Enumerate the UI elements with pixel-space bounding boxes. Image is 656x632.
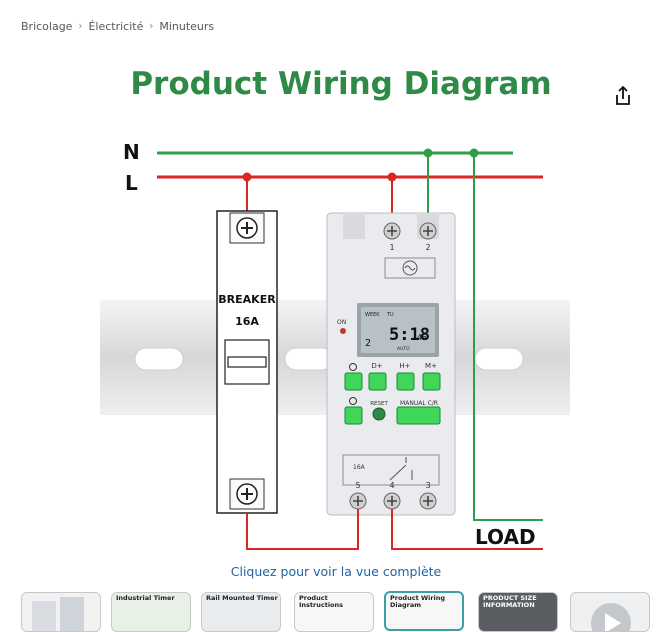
terminal-label-4: 4 <box>389 481 394 490</box>
on-indicator-led <box>340 328 346 334</box>
manual-button <box>396 406 441 425</box>
thumbnail-video[interactable] <box>570 592 650 632</box>
thumbnail-5[interactable]: Product Wiring Diagram <box>384 591 464 631</box>
button-label-d: D+ <box>371 362 382 370</box>
lcd-day-label: TU <box>386 312 394 318</box>
breadcrumb: Bricolage › Électricité › Minuteurs <box>21 20 214 33</box>
button-label-h: H+ <box>399 362 410 370</box>
ac-symbol-icon <box>402 260 418 276</box>
hour-plus-button <box>396 372 415 391</box>
diagram-title: Product Wiring Diagram <box>130 66 551 102</box>
breaker-label: BREAKER <box>218 293 276 306</box>
terminal-label-1: 1 <box>389 243 394 252</box>
day-plus-button <box>368 372 387 391</box>
on-indicator-label: ON <box>337 319 346 326</box>
breadcrumb-item-bricolage[interactable]: Bricolage <box>21 20 73 33</box>
play-icon <box>591 603 631 631</box>
program-icon <box>349 363 357 371</box>
breaker-rating: 16A <box>235 315 259 328</box>
load-label: LOAD <box>475 525 536 549</box>
lcd-day-digit: 2 <box>365 338 371 349</box>
neutral-label: N <box>123 140 140 164</box>
terminal-label-5: 5 <box>355 481 360 490</box>
lcd-week-label: WEEK <box>365 312 380 318</box>
thumbnail-label: Product Wiring Diagram <box>390 594 446 610</box>
clock-icon <box>349 397 357 405</box>
chevron-right-icon: › <box>78 21 83 32</box>
chevron-right-icon: › <box>149 21 154 32</box>
din-rail-slot <box>474 347 524 371</box>
thumbnail-3[interactable]: Rail Mounted Timer <box>201 592 281 632</box>
terminal-label-3: 3 <box>425 481 430 490</box>
thumbnail-label: PRODUCT SIZE INFORMATION <box>483 594 537 610</box>
terminal-label-2: 2 <box>425 243 430 252</box>
thumbnail-4[interactable]: Product Instructions <box>294 592 374 632</box>
share-icon <box>616 86 630 105</box>
product-main-image[interactable]: Product Wiring Diagram N L BREAKER 16A 1 <box>95 55 577 560</box>
din-rail-slot <box>134 347 184 371</box>
wire-timer-to-load <box>391 509 543 550</box>
thumbnail-label: Product Instructions <box>299 594 344 610</box>
lcd-auto-label: AUTO <box>397 346 410 352</box>
thumbnail-2[interactable]: Industrial Timer <box>111 592 191 632</box>
breadcrumb-item-minuteurs[interactable]: Minuteurs <box>159 20 215 33</box>
din-rail-slot <box>284 347 334 371</box>
lcd-seconds: 45 <box>417 333 427 342</box>
clock-button <box>344 406 363 425</box>
thumbnail-label: Rail Mounted Timer <box>206 594 278 602</box>
program-button <box>344 372 363 391</box>
thumbnail-label: Industrial Timer <box>116 594 175 602</box>
breaker-device: BREAKER 16A <box>216 210 278 514</box>
wire-neutral-load <box>473 153 543 521</box>
manual-label: MANUAL C/R <box>400 400 438 407</box>
share-button[interactable] <box>611 84 635 108</box>
minute-plus-button <box>422 372 441 391</box>
reset-button <box>372 407 386 421</box>
thumbnail-1[interactable] <box>21 592 101 632</box>
thumbnail-6[interactable]: PRODUCT SIZE INFORMATION <box>478 592 558 632</box>
view-full-image-link[interactable]: Cliquez pour voir la vue complète <box>230 564 442 579</box>
timer-device: 1 2 WEEK TU 5:18 45 2 AUTO ON D+ H+ M+ R… <box>326 212 456 516</box>
relay-rating: 16A <box>353 464 366 471</box>
lcd-time: 5:18 <box>389 325 430 345</box>
live-label: L <box>125 171 138 195</box>
wire-breaker-to-timer <box>246 509 359 550</box>
breadcrumb-item-electricite[interactable]: Électricité <box>88 20 144 33</box>
reset-label: RESET <box>370 401 388 407</box>
button-label-m: M+ <box>425 362 437 370</box>
